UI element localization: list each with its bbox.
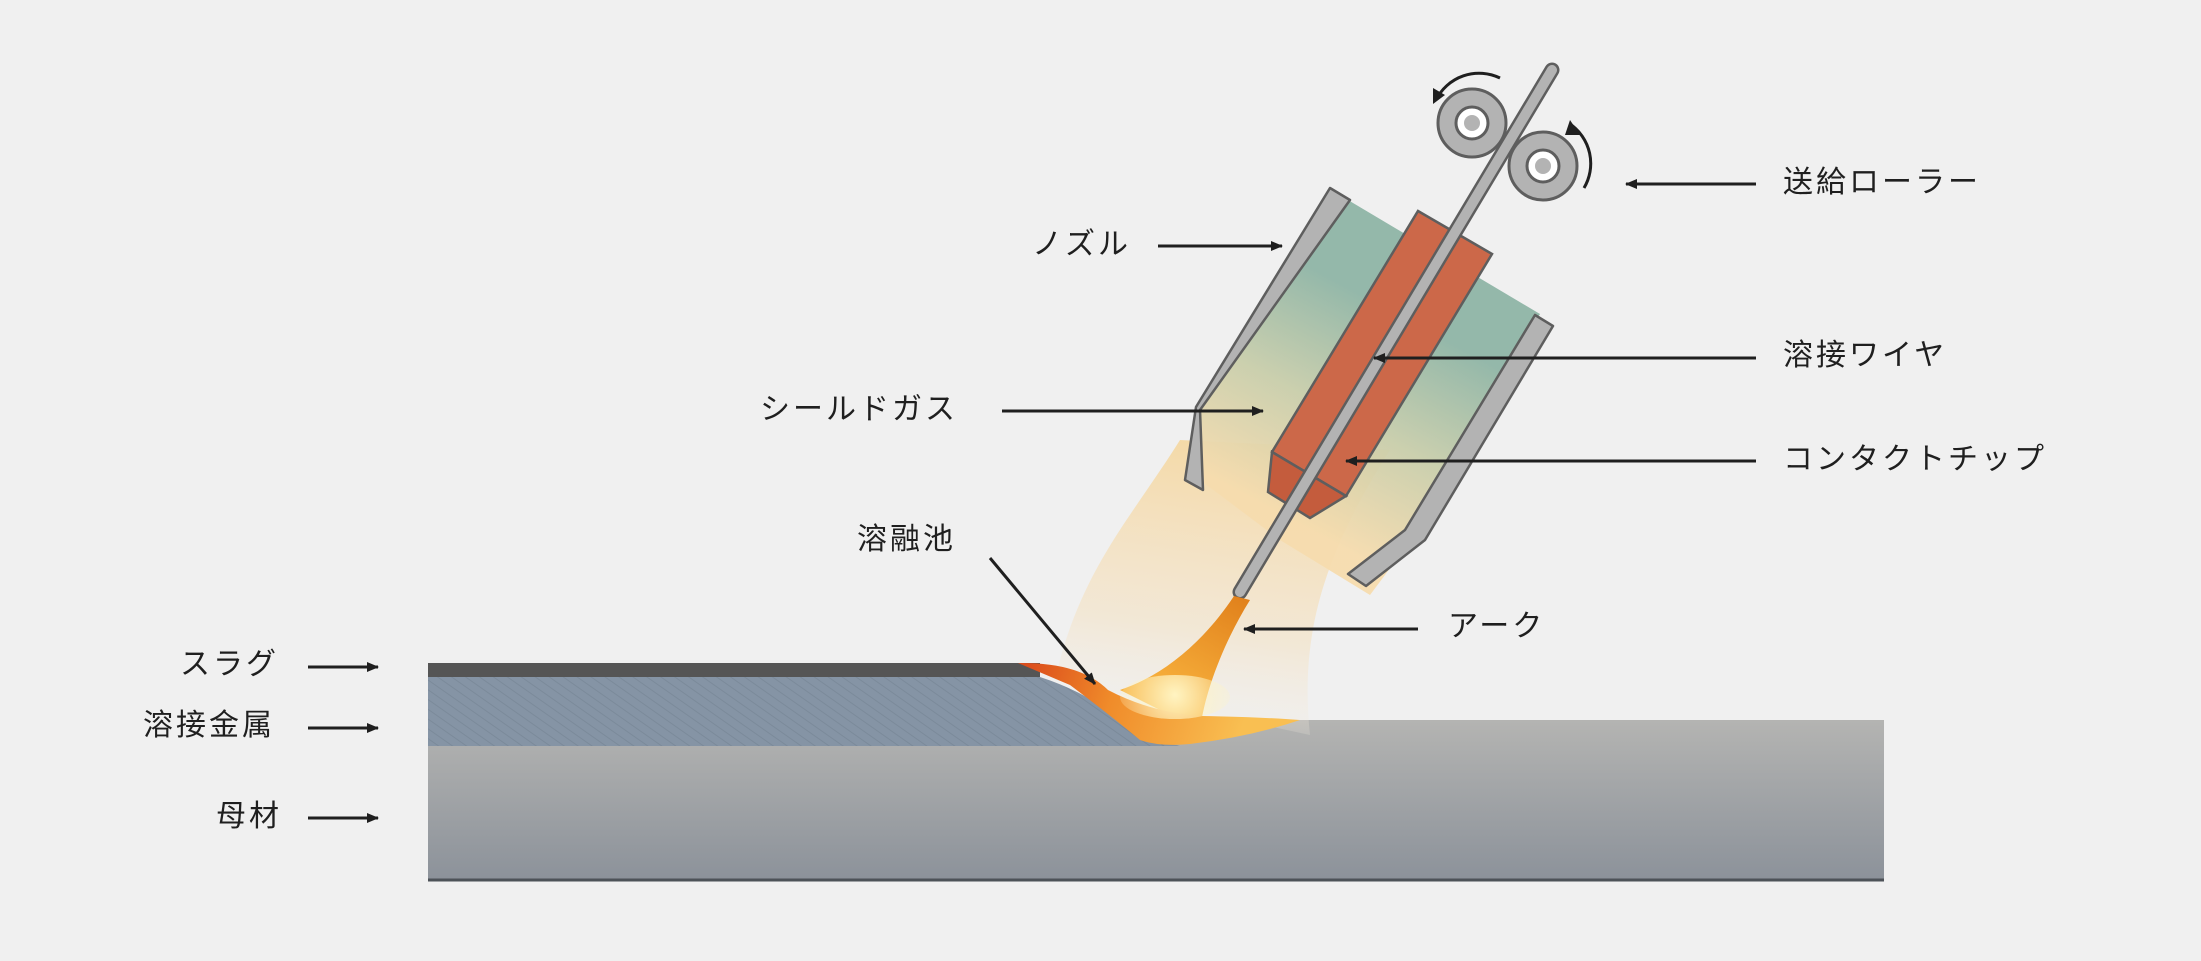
rotation-arrow-icon (1433, 71, 1501, 104)
label-weld-metal: 溶接金属 (143, 708, 275, 743)
leader-arrows (308, 179, 1756, 823)
label-shield-gas: シールドガス (760, 392, 958, 427)
welding-wire (1232, 62, 1560, 600)
slag-layer (428, 663, 1040, 677)
base-metal (428, 720, 1884, 882)
nozzle (1183, 186, 1555, 588)
arrow-weld-pool (988, 557, 1097, 685)
feed-roller-right (1507, 130, 1579, 202)
label-contact-tip: コンタクトチップ (1783, 442, 2047, 477)
label-weld-pool: 溶融池 (857, 522, 956, 557)
weld-metal (428, 677, 1180, 746)
label-base-metal: 母材 (216, 799, 282, 834)
weld-pool-hotspot (1120, 675, 1230, 719)
rotation-arrow-icon (1565, 120, 1593, 189)
label-nozzle: ノズル (1032, 227, 1131, 262)
feed-roller-left (1436, 87, 1508, 159)
label-arc: アーク (1448, 609, 1546, 644)
label-welding-wire: 溶接ワイヤ (1783, 338, 1948, 373)
label-slag: スラグ (180, 647, 279, 682)
label-feed-roller: 送給ローラー (1783, 165, 1981, 200)
